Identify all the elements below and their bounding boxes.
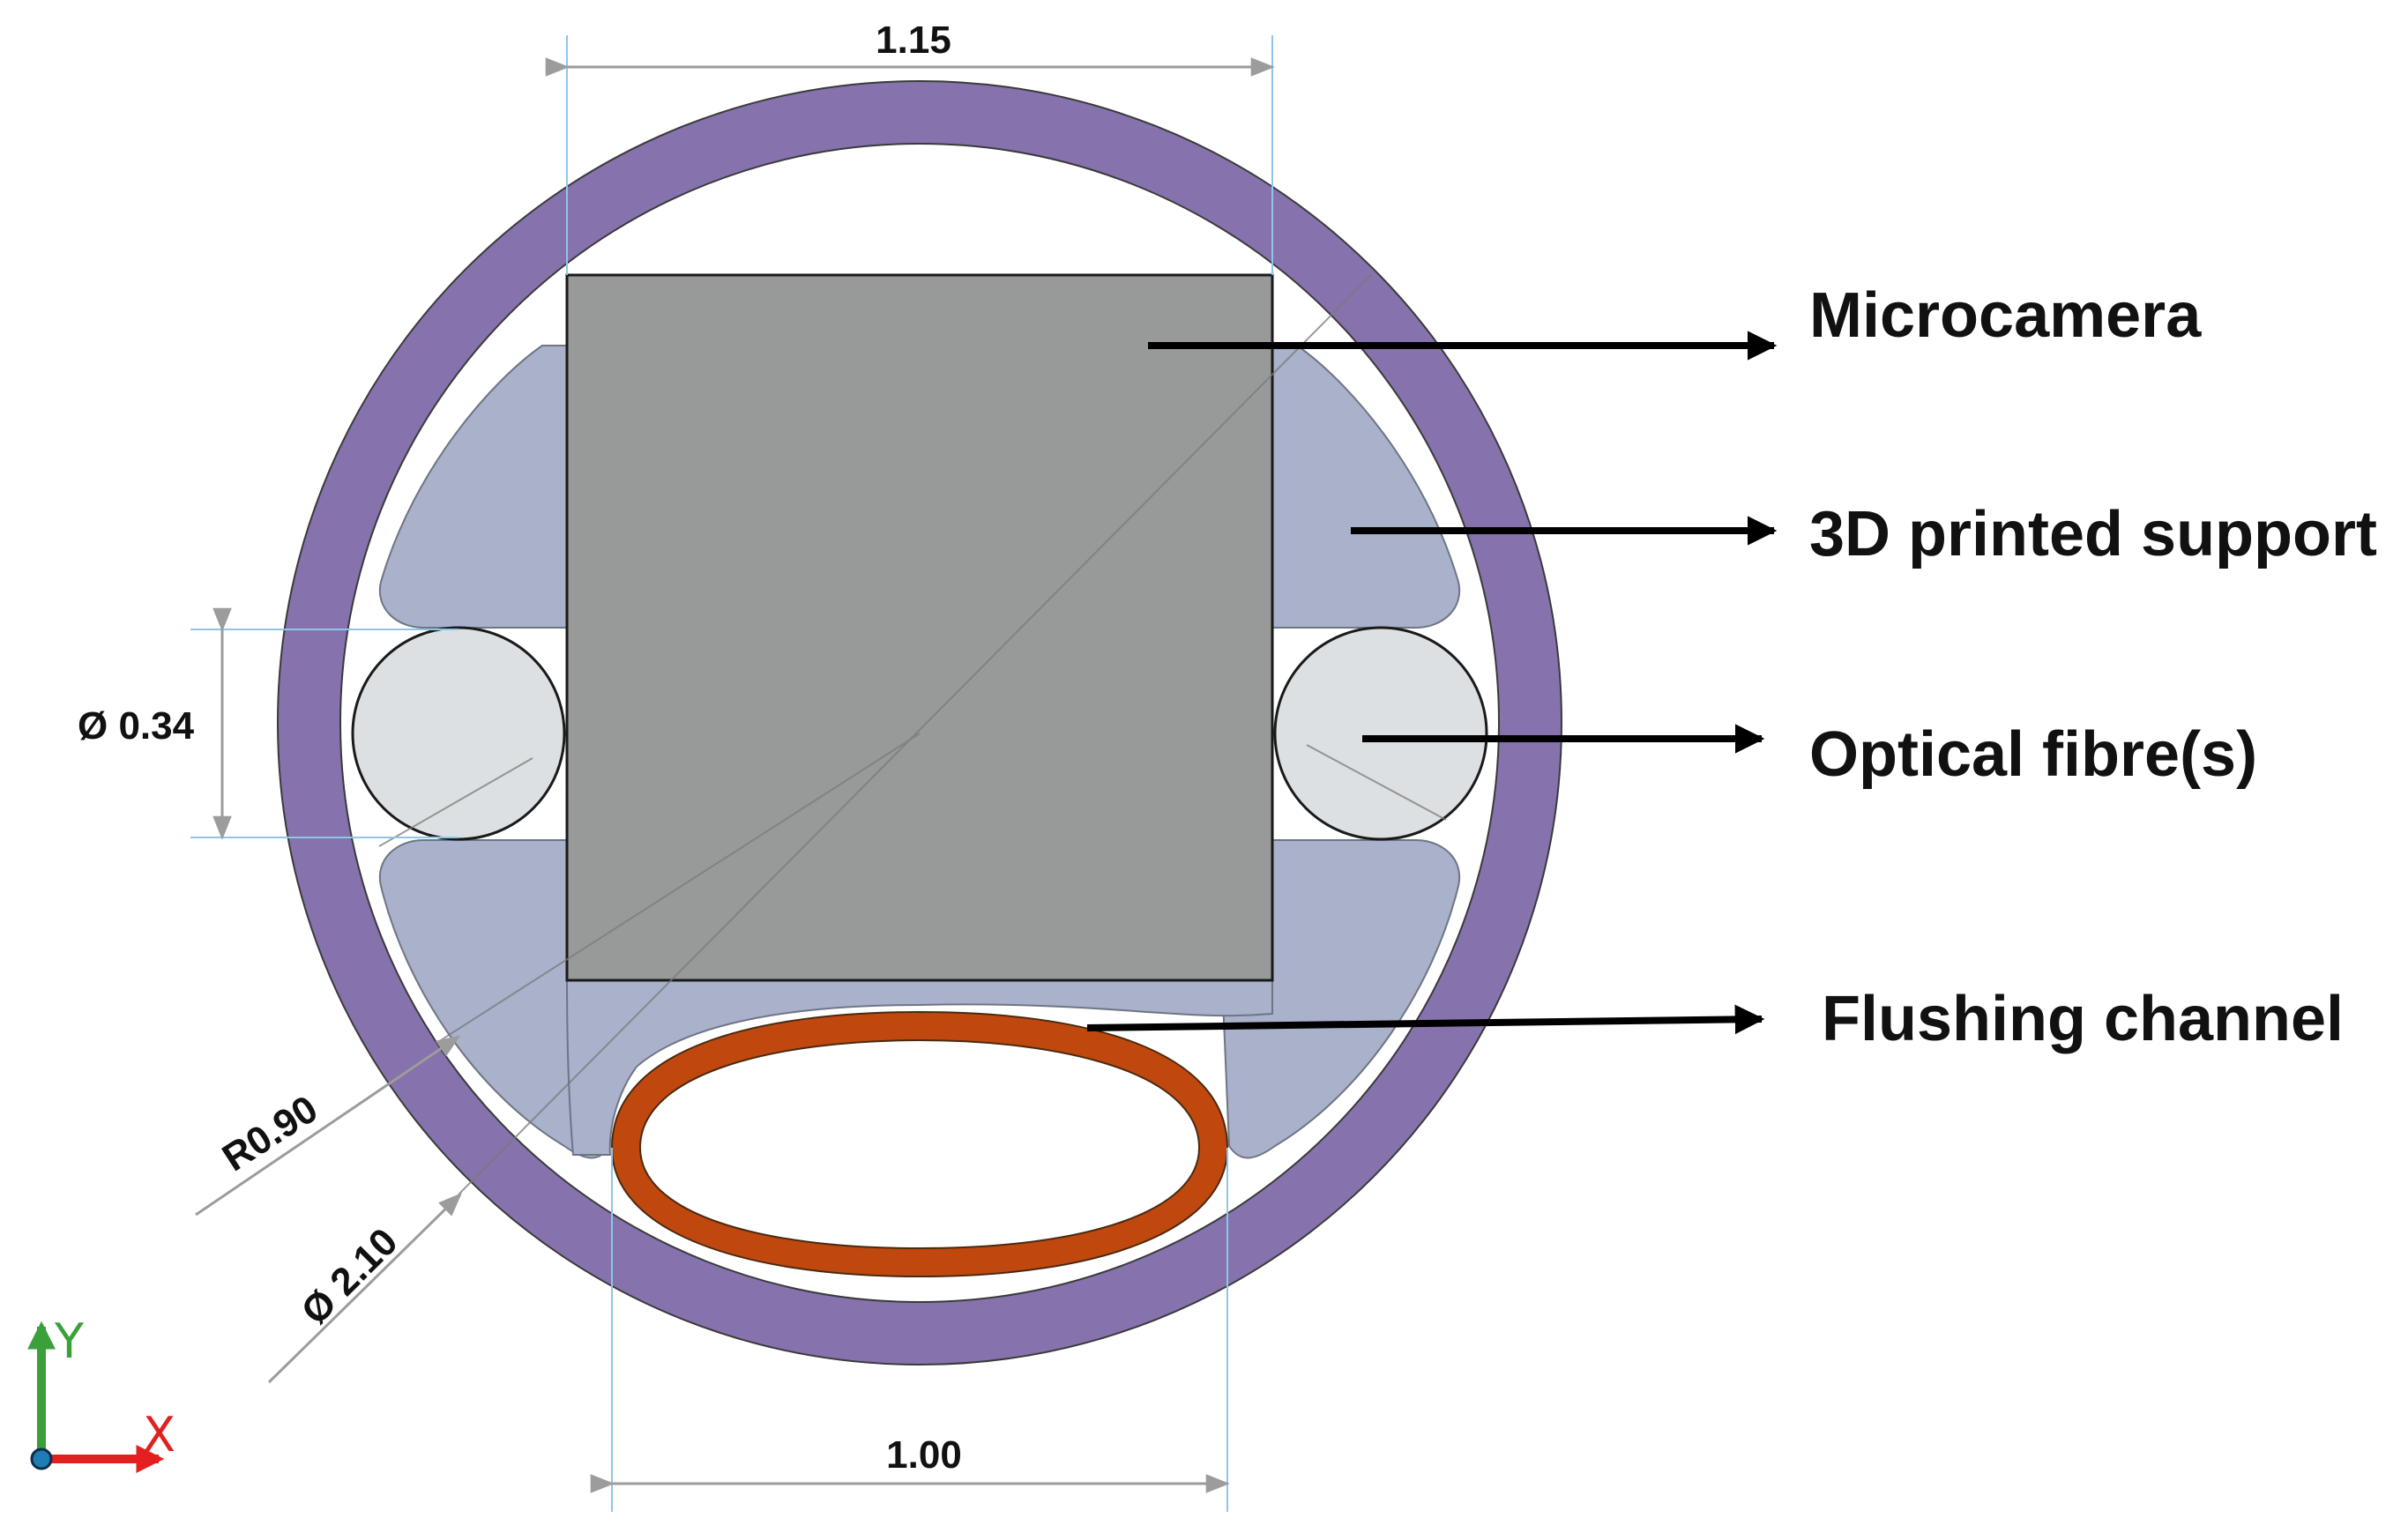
- radius-construction-line: [440, 733, 921, 1041]
- label-flushing-channel: Flushing channel: [1822, 984, 2344, 1054]
- dim-bottom-width: 1.00: [886, 1433, 962, 1477]
- dim-fibre-diameter: Ø 0.34: [78, 704, 195, 748]
- support-left-wing: [378, 345, 619, 1159]
- x-axis-label: X: [143, 1407, 175, 1462]
- dim-leader-radius: [195, 1035, 461, 1217]
- axis-triad: Y X: [26, 1313, 175, 1474]
- callout-arrow-channel: [1086, 1004, 1765, 1035]
- outer-sheath: [276, 80, 1563, 1366]
- dimension-lines: [195, 57, 1275, 1493]
- flushing-channel: [610, 1010, 1229, 1278]
- label-microcamera: Microcamera: [1809, 280, 2202, 351]
- dim-outer-diameter: Ø 2.10: [293, 1220, 406, 1333]
- label-3d-printed-support: 3D printed support: [1809, 499, 2377, 569]
- label-optical-fibre: Optical fibre(s): [1809, 719, 2257, 790]
- callout-arrows: [1086, 331, 1778, 1035]
- optical-fibre-right: [1273, 626, 1488, 841]
- dim-leader-diameter: [267, 1193, 462, 1384]
- diameter-construction-line: [458, 274, 1372, 1195]
- fibre-shadow-line-left: [378, 757, 533, 847]
- y-axis-label: Y: [54, 1313, 85, 1369]
- optical-fibre-left: [351, 626, 566, 841]
- support-bottom-bridge: [565, 978, 1273, 1156]
- fibre-shadow-line-right: [1306, 744, 1447, 821]
- construction-lines: [378, 274, 1447, 1195]
- axis-origin: [30, 1447, 53, 1470]
- dim-top-width: 1.15: [876, 19, 951, 62]
- microcamera-body: [565, 273, 1274, 982]
